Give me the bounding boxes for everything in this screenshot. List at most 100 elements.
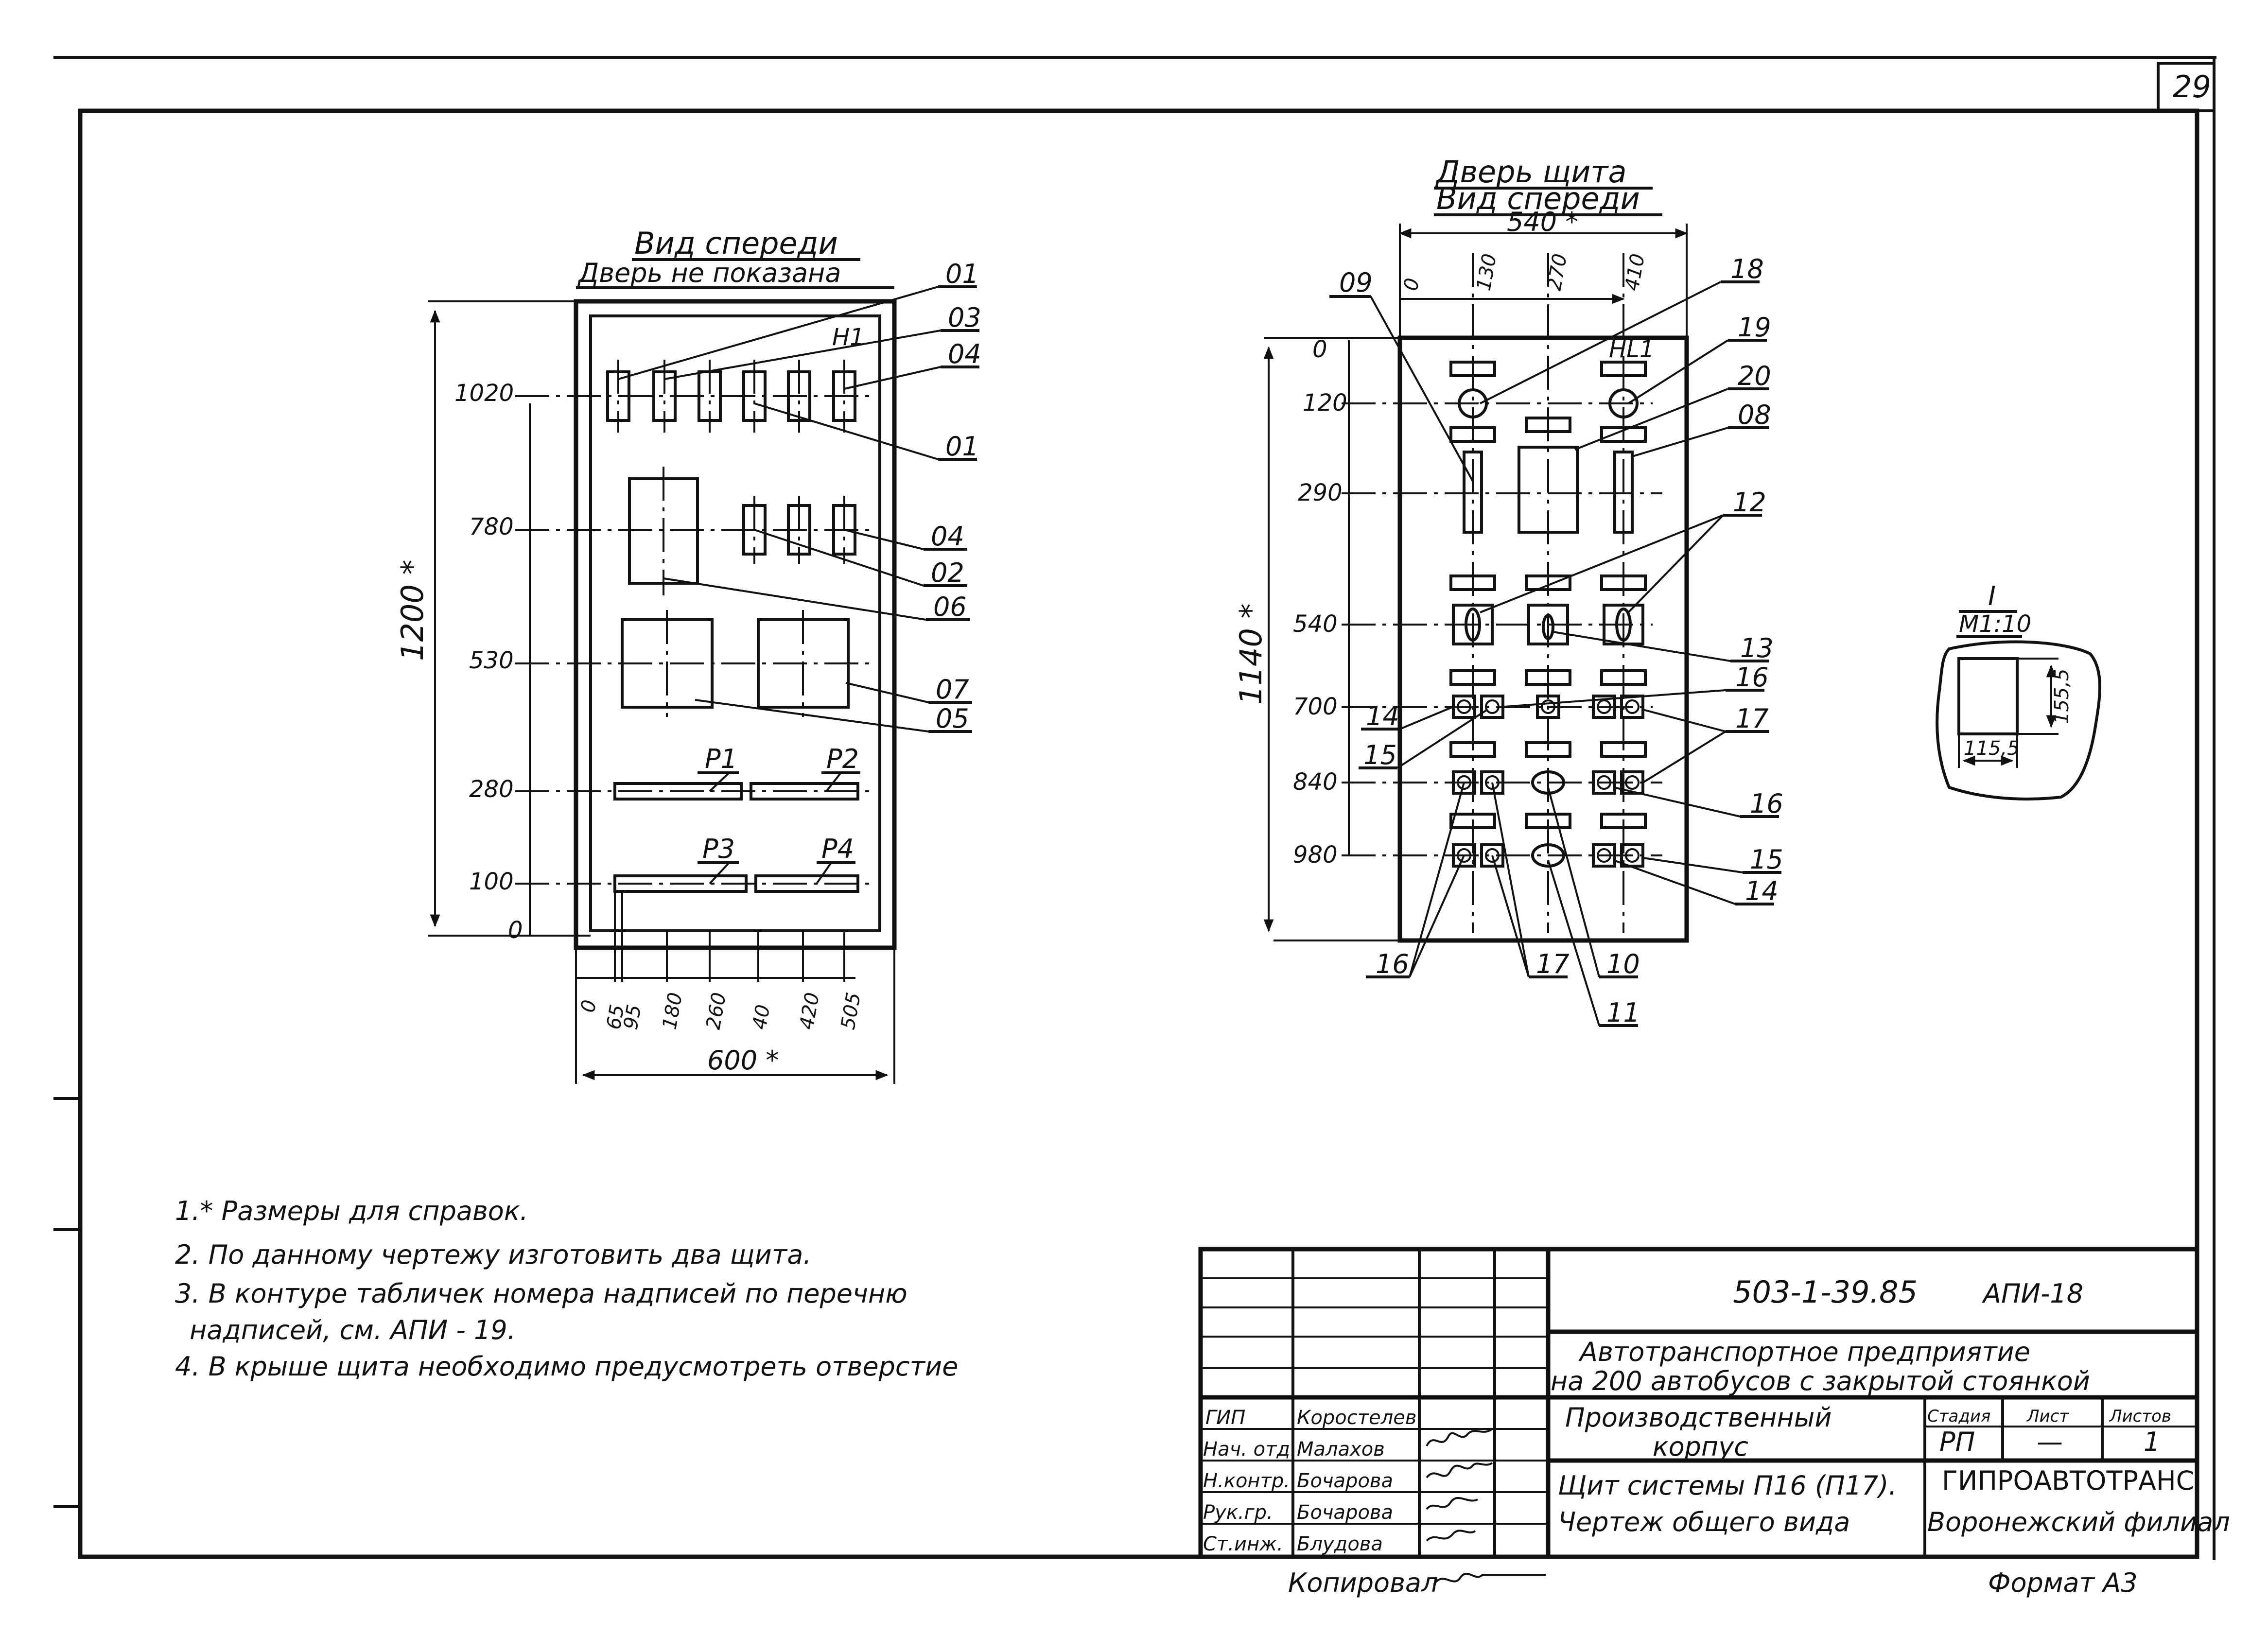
door-callout-13: 13 xyxy=(1740,633,1774,663)
bottom-extensions xyxy=(575,891,895,1084)
front-view-subtitle: Дверь не показана xyxy=(577,258,841,288)
dim-v-1020: 1020 xyxy=(454,380,514,407)
door-dim-v-700: 700 xyxy=(1293,693,1338,720)
signature-3 xyxy=(1426,1497,1478,1510)
door-outline xyxy=(1397,335,1689,943)
door-callout-09: 09 xyxy=(1339,267,1373,298)
dim-h-0: 0 xyxy=(577,998,601,1014)
door-callout-12: 12 xyxy=(1733,487,1766,518)
tb-stage: РП xyxy=(1939,1427,1975,1457)
tb-org-1: ГИПРОАВТОТРАНС xyxy=(1942,1465,2194,1496)
door-dim-v-840: 840 xyxy=(1293,768,1338,796)
copied-signature xyxy=(1433,1573,1546,1585)
rail-label-p1: Р1 xyxy=(705,744,737,774)
door-dim-v-980: 980 xyxy=(1293,841,1338,869)
callout-01-top: 01 xyxy=(945,259,979,289)
door-dim-v-0: 0 xyxy=(1312,336,1327,363)
page-number: 29 xyxy=(2173,69,2211,104)
front-view: Вид спереди Дверь не показана Н1 xyxy=(395,226,981,1084)
copied-by: Копировал xyxy=(1288,1567,1438,1598)
door-device-08 xyxy=(1613,451,1634,534)
door-callout-08: 08 xyxy=(1738,400,1771,430)
dim-h-505: 505 xyxy=(837,991,866,1031)
tb-org-2: Воронежский филиал xyxy=(1927,1507,2230,1537)
tb-sheet-header: Лист xyxy=(2026,1407,2069,1426)
dim-h-40: 40 xyxy=(749,1003,775,1031)
note-1: 1.* Размеры для справок. xyxy=(175,1196,528,1226)
notes: 1.* Размеры для справок. 2. По данному ч… xyxy=(175,1196,958,1382)
door-view-title: Дверь щита xyxy=(1435,154,1627,190)
callout-02: 02 xyxy=(931,557,964,588)
door-callout-17-b: 17 xyxy=(1536,949,1570,979)
front-view-title: Вид спереди xyxy=(634,226,838,261)
door-callout-10: 10 xyxy=(1606,949,1640,979)
callout-03: 03 xyxy=(948,302,981,333)
note-3-cont: надписей, см. АПИ - 19. xyxy=(190,1315,516,1345)
note-3: 3. В контуре табличек номера надписей по… xyxy=(175,1278,907,1309)
label-hl1: НL1 xyxy=(1609,336,1654,363)
note-2: 2. По данному чертежу изготовить два щит… xyxy=(175,1239,811,1270)
door-callout-19: 19 xyxy=(1738,312,1771,343)
dim-v-780: 780 xyxy=(469,513,514,540)
door-dim-top-130: 130 xyxy=(1473,252,1501,293)
door-callout-11: 11 xyxy=(1606,997,1640,1028)
cabinet-outer xyxy=(574,299,897,950)
callout-01: 01 xyxy=(945,431,979,462)
dim-h-420: 420 xyxy=(796,991,824,1031)
dim-h-260: 260 xyxy=(702,991,731,1031)
detail-breakout xyxy=(1936,640,2101,801)
rail-label-p4: Р4 xyxy=(821,834,854,864)
callout-04: 04 xyxy=(931,521,964,552)
door-dim-v-290: 290 xyxy=(1298,479,1343,506)
rail-label-p3: Р3 xyxy=(702,834,735,864)
signature-4 xyxy=(1426,1530,1476,1542)
dim-v-100: 100 xyxy=(469,868,514,895)
tb-drawing-2: Чертеж общего вида xyxy=(1558,1507,1850,1537)
door-device-09 xyxy=(1463,451,1483,534)
tb-sheets-header: Листов xyxy=(2109,1407,2171,1426)
door-callout-15-b: 15 xyxy=(1750,844,1783,875)
rail-label-p2: Р2 xyxy=(826,744,859,774)
tb-role-4: Рук.гр. xyxy=(1203,1501,1273,1524)
callout-06: 06 xyxy=(933,592,967,622)
sheet-format: Формат А3 xyxy=(1988,1567,2138,1598)
front-callout-lines xyxy=(618,285,979,885)
detail-title: I xyxy=(1988,581,1996,611)
door-dim-top-410: 410 xyxy=(1621,252,1650,293)
door-callout-lines xyxy=(1329,280,1781,1027)
dim-h-65: 65 xyxy=(603,1003,629,1031)
door-callout-20: 20 xyxy=(1738,361,1771,391)
tb-name-5: Блудова xyxy=(1297,1533,1383,1555)
title-block xyxy=(1198,1247,2199,1559)
signature-1 xyxy=(1426,1428,1493,1446)
tb-name-4: Бочарова xyxy=(1297,1501,1393,1524)
callout-05: 05 xyxy=(936,703,969,734)
detail-cutout xyxy=(1957,657,2019,735)
tb-sheets: 1 xyxy=(2144,1427,2160,1457)
door-view: Дверь щита Вид спереди 540 * 0 130 270 4… xyxy=(1233,154,1783,1028)
tb-role-3: Н.контр. xyxy=(1203,1470,1290,1492)
tb-role-1: ГИП xyxy=(1205,1407,1245,1429)
dim-v-0: 0 xyxy=(508,917,523,944)
dim-v-280: 280 xyxy=(469,776,514,803)
tb-code: 503-1-39.85 xyxy=(1733,1274,1918,1310)
tb-sheet: — xyxy=(2037,1427,2063,1457)
tb-role-2: Нач. отд. xyxy=(1203,1438,1296,1461)
door-callout-16-b: 16 xyxy=(1750,788,1783,819)
door-dim-v-120: 120 xyxy=(1303,389,1347,417)
door-view-subtitle: Вид спереди xyxy=(1436,181,1640,216)
detail-dim-w: 115,5 xyxy=(1964,737,2020,760)
door-callout-16-c: 16 xyxy=(1376,949,1409,979)
tb-role-5: Ст.инж. xyxy=(1203,1533,1283,1555)
door-overall-height: 1140 * xyxy=(1233,604,1269,705)
cabinet-inner xyxy=(589,314,881,932)
tb-name-3: Бочарова xyxy=(1297,1470,1393,1492)
door-callout-18: 18 xyxy=(1730,254,1764,284)
dim-v-530: 530 xyxy=(469,647,514,674)
tb-name-1: Коростелев xyxy=(1297,1407,1416,1429)
tb-project-2: на 200 автобусов с закрытой стоянкой xyxy=(1551,1366,2090,1396)
door-callout-15-a: 15 xyxy=(1363,740,1397,770)
tb-name-2: Малахов xyxy=(1297,1438,1385,1461)
tb-signatures: ГИП Нач. отд. Н.контр. Рук.гр. Ст.инж. К… xyxy=(1203,1407,1493,1555)
